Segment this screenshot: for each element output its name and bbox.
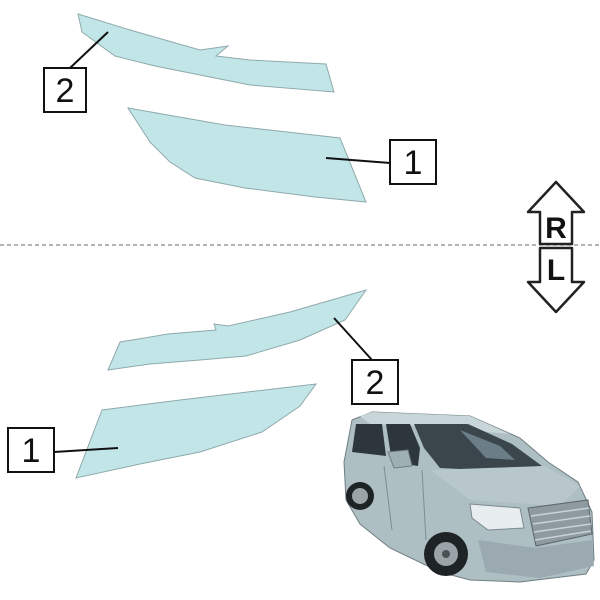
right-leader-2: [69, 31, 109, 69]
left-side-label: L: [547, 254, 565, 287]
right-callout-1: 1: [389, 139, 437, 185]
van-grille-bars: [530, 507, 592, 541]
right-callout-2-label: 2: [56, 72, 75, 110]
van-door-line: [383, 465, 427, 541]
left-callout-2: 2: [351, 359, 399, 405]
van-mirror: [387, 449, 413, 469]
left-film-piece-2: [107, 289, 368, 371]
right-side-group: 2 1: [43, 13, 437, 203]
left-callout-2-label: 2: [366, 364, 385, 402]
right-callout-2: 2: [43, 67, 87, 113]
right-leader-1: [325, 157, 391, 164]
left-leader-1: [53, 447, 119, 453]
left-callout-1-label: 1: [22, 432, 41, 470]
van-front-wheel: [424, 532, 468, 576]
left-callout-1: 1: [7, 427, 55, 473]
van-side-window-rear: [352, 424, 386, 456]
left-film-piece-1: [75, 383, 318, 479]
van-headlight: [469, 503, 525, 531]
van-windshield-reflection: [460, 430, 515, 460]
left-leader-2: [333, 317, 373, 361]
right-callout-1-label: 1: [404, 144, 423, 182]
minivan-photo-icon: [343, 411, 595, 583]
down-arrow-icon: [526, 246, 586, 314]
van-grille: [527, 499, 593, 547]
orientation-indicator: R L: [526, 180, 586, 314]
van-rear-wheel: [346, 482, 374, 510]
right-side-label: R: [545, 212, 567, 245]
left-side-group: 2 1: [7, 289, 399, 479]
up-arrow-icon: [526, 180, 586, 246]
right-film-piece-2: [77, 13, 335, 93]
right-film-piece-1: [126, 107, 367, 203]
van-bumper: [478, 540, 594, 578]
van-hood: [430, 466, 580, 506]
